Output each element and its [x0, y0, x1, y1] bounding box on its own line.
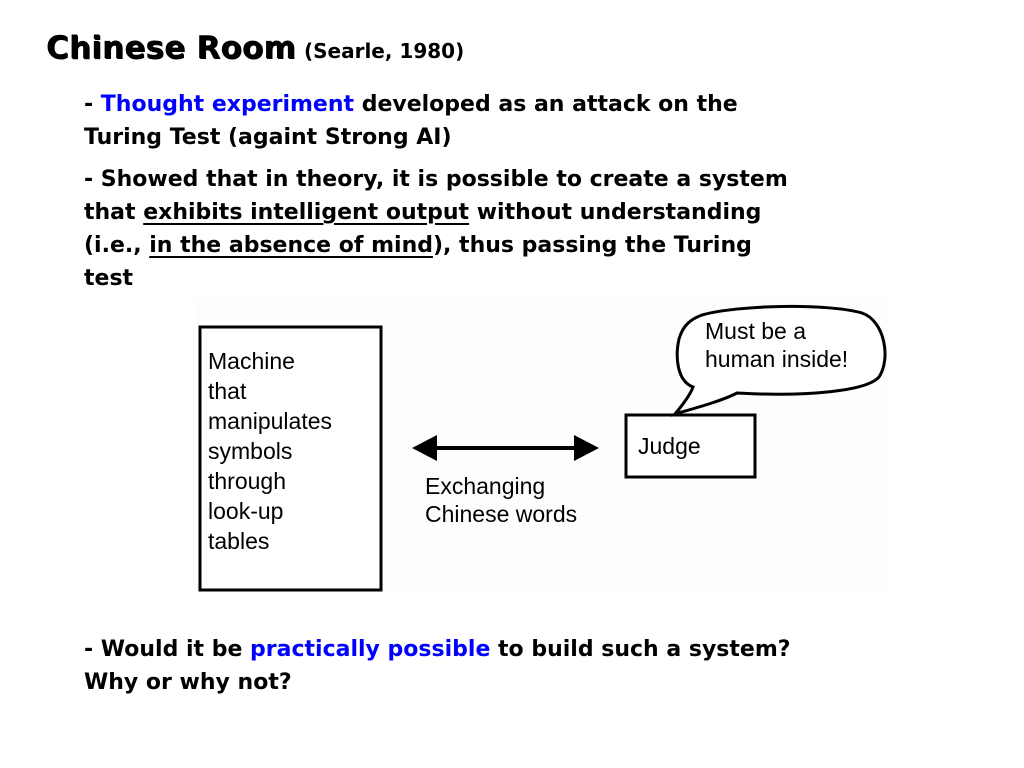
double-arrow-icon [412, 435, 599, 461]
bullet-text: test [84, 266, 134, 291]
underlined-intelligent-output: exhibits intelligent output [143, 200, 470, 225]
machine-label-line: through [208, 468, 286, 494]
chinese-room-diagram: Machine that manipulates symbols through… [197, 297, 888, 593]
judge-box [624, 413, 757, 479]
highlight-thought-experiment: Thought experiment [100, 92, 355, 117]
underlined-absence-of-mind: in the absence of mind [149, 233, 433, 258]
bullet-text: - Showed that in theory, it is possible … [84, 167, 788, 192]
machine-label-line: Machine [208, 348, 295, 374]
bullet-showed-possible: - Showed that in theory, it is possible … [84, 163, 984, 295]
bullet-question: - Would it be practically possible to bu… [84, 633, 984, 699]
machine-label-line: symbols [208, 438, 292, 464]
bullet-text: to build such a system? [490, 637, 791, 662]
bullet-text: Turing Test (againt Strong AI) [84, 125, 452, 150]
bullet-text: developed as an attack on the [354, 92, 738, 117]
bullet-text: - Would it be [84, 637, 251, 662]
exchange-label-line: Exchanging [425, 473, 545, 499]
speech-bubble-icon [670, 304, 887, 417]
bubble-text-line: human inside! [705, 346, 848, 372]
slide-title: Chinese Room (Searle, 1980) [46, 30, 464, 66]
bullet-dash: - [84, 92, 101, 117]
bullet-text: without understanding [469, 200, 762, 225]
exchange-label-line: Chinese words [425, 501, 577, 527]
bullet-text: ), thus passing the Turing [432, 233, 752, 258]
machine-label-line: tables [208, 528, 269, 554]
slide-title-citation: (Searle, 1980) [303, 39, 465, 63]
bullet-thought-experiment: - Thought experiment developed as an att… [84, 88, 984, 154]
diagram-canvas: Machine that manipulates symbols through… [198, 304, 887, 592]
machine-label-line: that [208, 378, 247, 404]
bubble-text-line: Must be a [705, 318, 806, 344]
judge-label: Judge [638, 433, 701, 459]
machine-box [198, 325, 383, 592]
machine-label-line: manipulates [208, 408, 332, 434]
bullet-text: that [84, 200, 144, 225]
bullet-text: (i.e., [84, 233, 150, 258]
bullet-text: Why or why not? [84, 670, 292, 695]
highlight-practically-possible: practically possible [250, 637, 491, 662]
slide-title-main: Chinese Room [46, 30, 296, 66]
machine-label-line: look-up [208, 498, 283, 524]
